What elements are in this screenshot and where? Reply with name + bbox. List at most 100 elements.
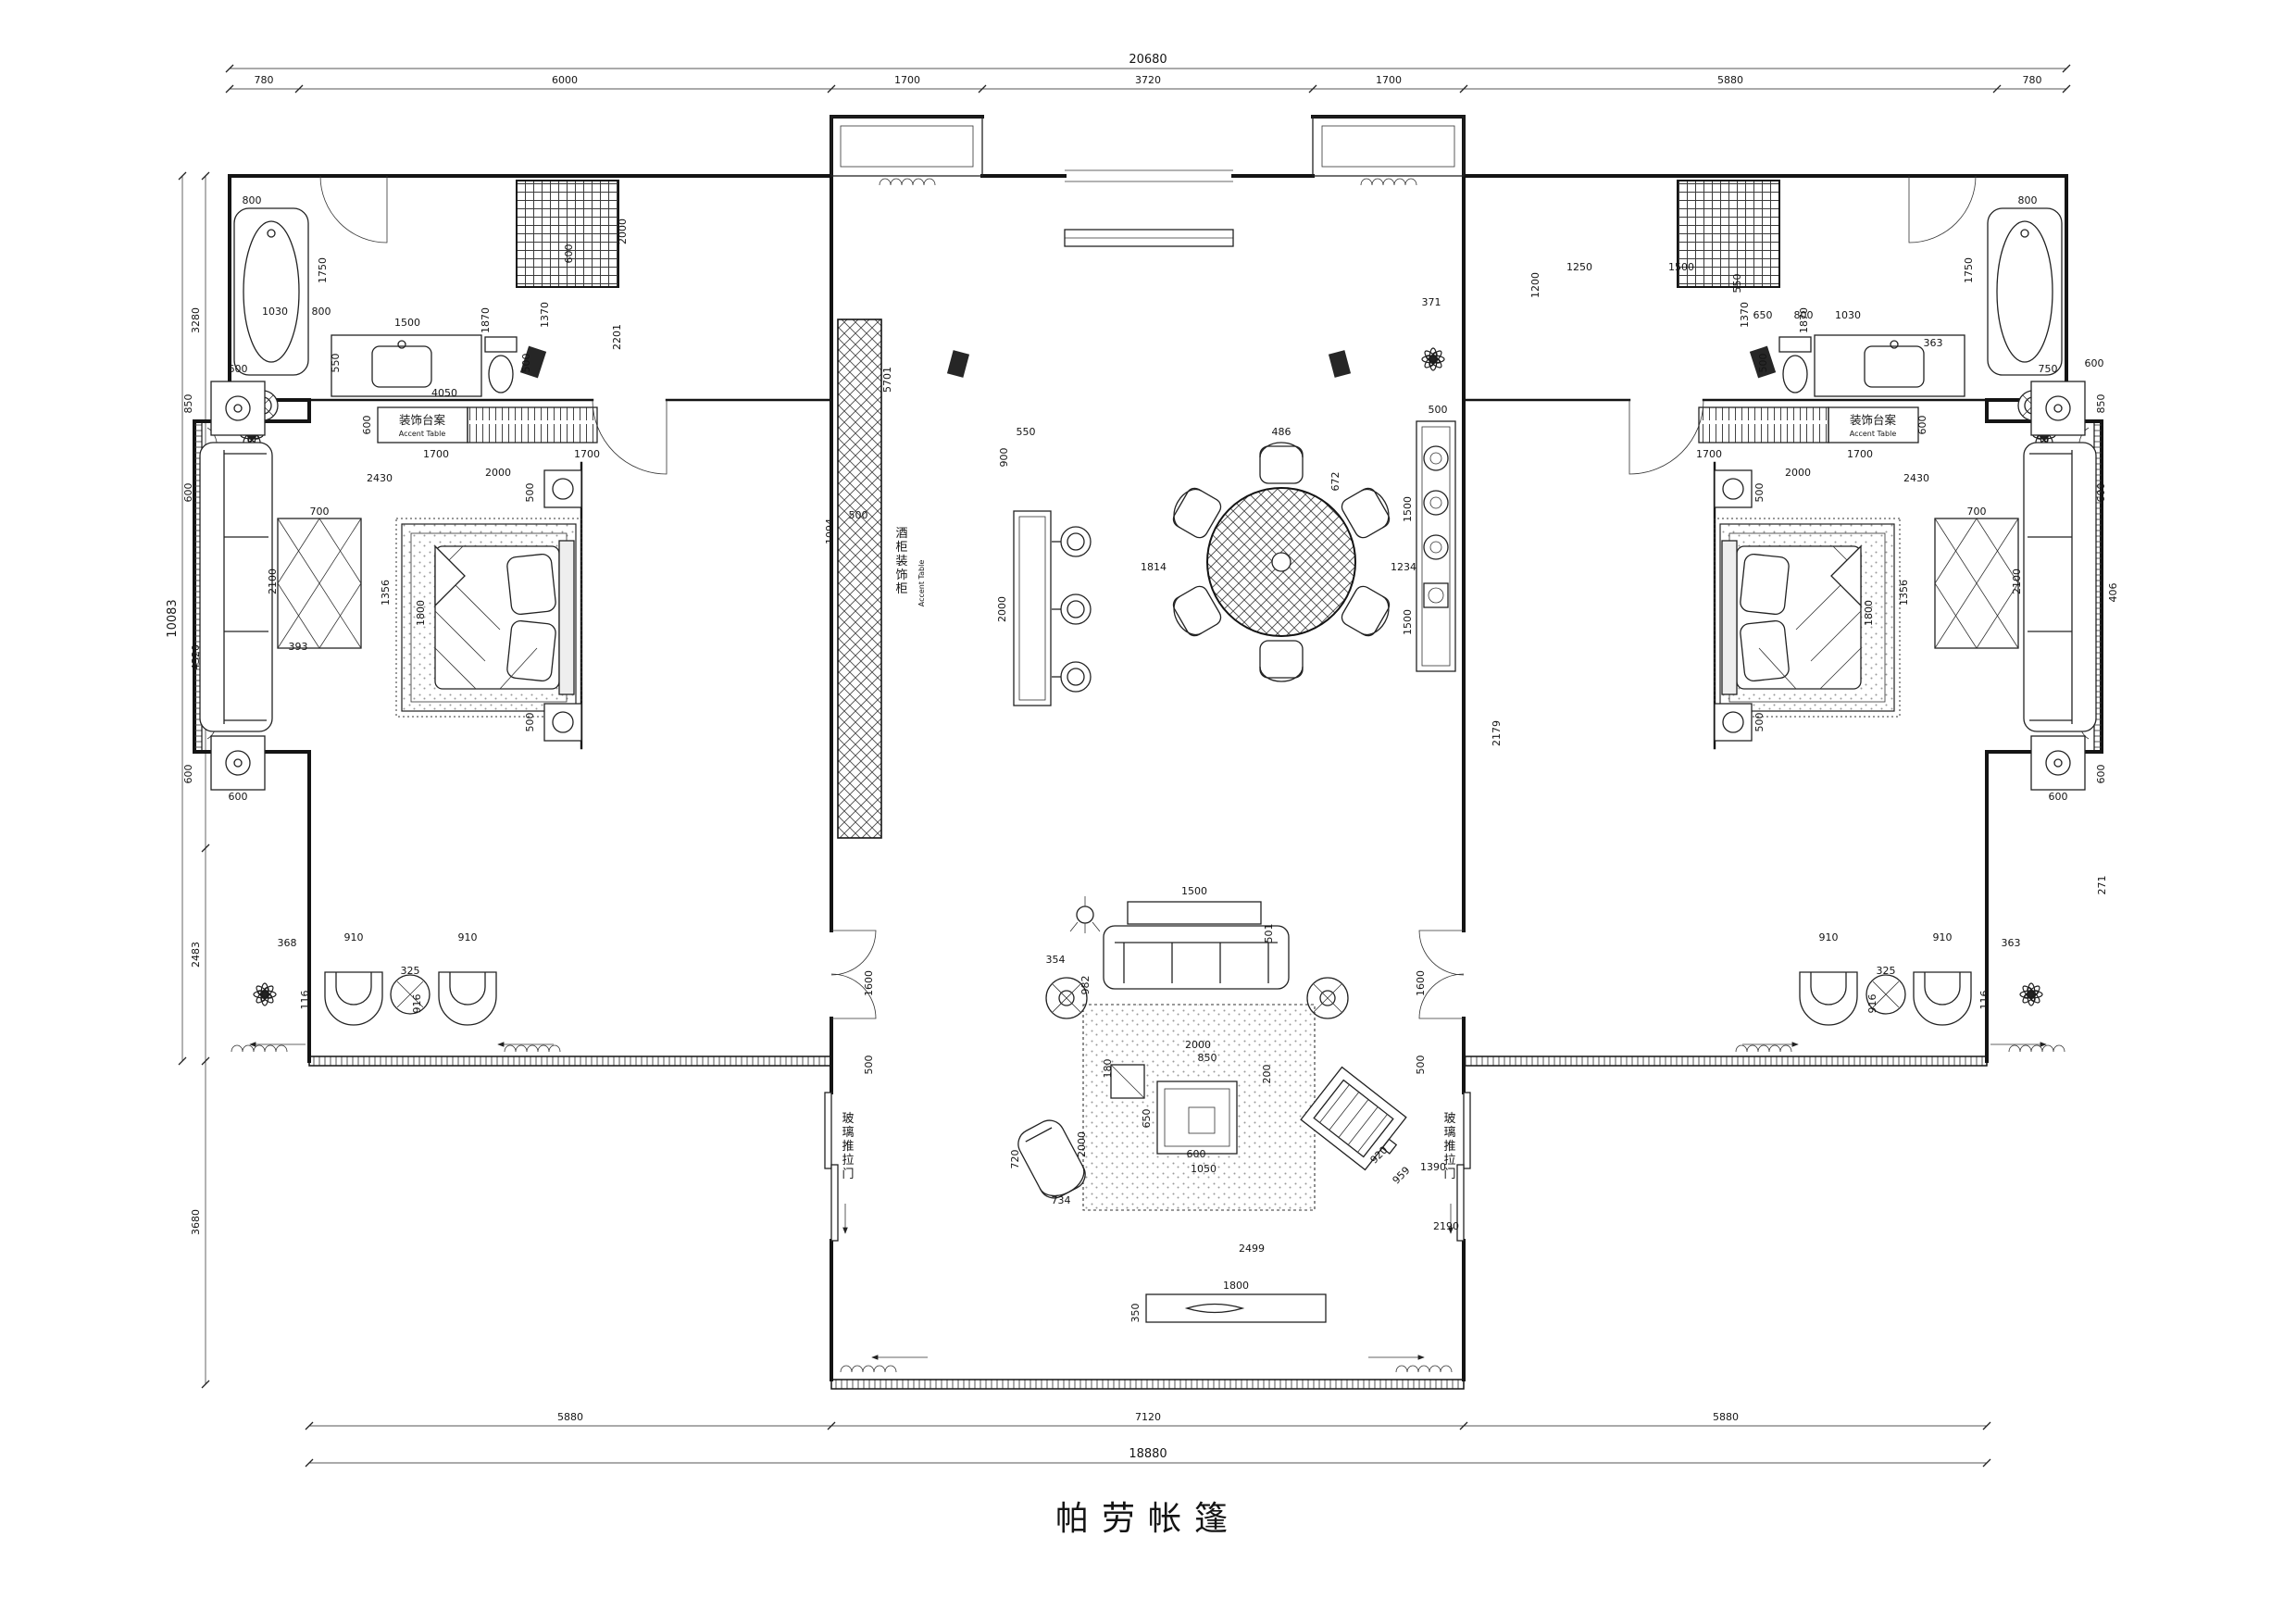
sliding-glass-door (1456, 1092, 1471, 1242)
dim-annotation: 910 (1819, 931, 1839, 943)
dim-annotation: 2000 (617, 219, 629, 244)
dim-bottom-total: 18880 (1129, 1447, 1167, 1461)
dim-annotation: 406 (2107, 583, 2119, 603)
dim-annotation: 501 (1263, 924, 1275, 943)
lamp-table (210, 735, 266, 791)
dimension-chains: 20680 780 6000 1700 3720 1700 5880 780 1… (166, 53, 2071, 1468)
accent-table-label-en: Accent Table (399, 430, 446, 438)
dim-annotation: 600 (2085, 357, 2104, 369)
dim-annotation: 2000 (485, 467, 511, 479)
armchair (324, 971, 383, 1026)
dim-annotation: 850 (182, 394, 194, 414)
dim-annotation: 368 (278, 937, 297, 949)
curtain-coil (231, 1044, 288, 1053)
dim-annotation: 1050 (1191, 1163, 1217, 1175)
dim-annotation: 500 (524, 713, 536, 732)
dim-annotation: 1870 (1798, 307, 1810, 333)
dim-annotation: 500 (1753, 713, 1766, 732)
right-suite (1465, 176, 2102, 1066)
dim-annotation: 1370 (1739, 302, 1751, 328)
dim-annotation: 180 (1102, 1059, 1114, 1079)
bed (434, 540, 575, 695)
dim-annotation: 959 (1391, 1165, 1413, 1187)
double-door (1418, 930, 1465, 1019)
dim-annotation: 700 (1967, 506, 1987, 518)
wine-cabinet-label-zh: 酒柜装饰柜 (895, 527, 907, 596)
door-swing (319, 175, 388, 244)
dim-annotation: 550 (330, 354, 342, 373)
curtain-coil (504, 1044, 561, 1053)
dim-annotation: 1234 (1391, 561, 1416, 573)
dim-annotation: 500 (524, 483, 536, 503)
dim-bottom-seg: 5880 (557, 1411, 583, 1423)
dim-annotation: 900 (998, 448, 1010, 468)
dim-annotation: 1750 (317, 257, 329, 283)
dim-annotation: 500 (1753, 483, 1766, 503)
console-table (1013, 510, 1052, 706)
sofa-console (1127, 901, 1262, 925)
tub-chair (1052, 661, 1092, 693)
dim-annotation: 500 (1757, 354, 1769, 373)
sliding-door-label: 玻璃推拉门 (842, 1112, 854, 1181)
entry-mat (1064, 229, 1234, 247)
round-lamp-table (1045, 977, 1088, 1019)
window-wall (830, 1379, 1465, 1390)
dim-annotation: 363 (2002, 937, 2021, 949)
dim-annotation: 350 (1129, 1304, 1142, 1323)
dim-annotation: 1600 (1415, 970, 1427, 996)
fireplace-stove (1300, 1066, 1407, 1171)
dim-annotation: 393 (289, 641, 308, 653)
dim-annotation: 916 (1866, 994, 1878, 1014)
dim-bottom-seg: 5880 (1713, 1411, 1739, 1423)
cabinet-icon (946, 350, 970, 378)
dim-annotation: 916 (411, 994, 423, 1014)
dim-annotation: 600 (1916, 416, 1928, 435)
dim-annotation: 1500 (1402, 496, 1414, 522)
dim-annotation: 1814 (1141, 561, 1167, 573)
dim-annotation: 800 (1794, 309, 1814, 321)
dim-annotation: 600 (182, 483, 194, 503)
dim-annotation: 910 (458, 931, 478, 943)
dim-annotation: 2100 (2011, 568, 2023, 594)
dim-annotation: 2430 (1903, 472, 1929, 484)
dim-annotation: 1700 (1696, 448, 1722, 460)
dim-annotation: 550 (1017, 426, 1036, 438)
dim-annotation: 500 (849, 509, 868, 521)
dim-top-seg: 1700 (1376, 74, 1402, 86)
side-stool (1110, 1064, 1145, 1099)
dim-annotation: 1800 (415, 600, 427, 626)
sliding-glass-door (824, 1092, 839, 1242)
exterior-wall (193, 174, 833, 1063)
dim-left-total: 10083 (166, 599, 180, 637)
dim-annotation: 600 (1187, 1148, 1206, 1160)
dim-annotation: 500 (1415, 1056, 1427, 1075)
dim-annotation: 650 (1753, 309, 1773, 321)
dim-annotation: 1800 (1863, 600, 1875, 626)
dim-annotation: 550 (1731, 274, 1743, 294)
dim-annotation: 672 (1329, 472, 1341, 492)
dim-annotation: 5701 (881, 367, 893, 393)
tv-console (1145, 1293, 1327, 1323)
dim-annotation: 1500 (1181, 885, 1207, 897)
dim-annotation: 1250 (1566, 261, 1592, 273)
dim-annotation: 650 (1141, 1109, 1153, 1129)
drawing-title: 帕劳帐篷 (1055, 1500, 1241, 1538)
dim-annotation: 2179 (1491, 720, 1503, 746)
dining-chair (1259, 640, 1304, 682)
plant (1421, 347, 1445, 371)
dim-annotation: 800 (243, 194, 262, 206)
round-side-table (390, 974, 430, 1015)
dim-left-seg: 3280 (190, 307, 202, 333)
dining-table (1206, 487, 1356, 637)
left-suite (193, 174, 833, 1067)
bar-counter (1416, 420, 1456, 672)
dim-annotation: 2499 (1239, 1243, 1265, 1255)
door-swing (592, 399, 668, 475)
dim-annotation: 1200 (1529, 272, 1541, 298)
dim-annotation: 200 (1261, 1065, 1273, 1084)
entry-threshold (1065, 169, 1233, 182)
dim-annotation: 1600 (863, 970, 875, 996)
entry-closet (830, 116, 983, 177)
